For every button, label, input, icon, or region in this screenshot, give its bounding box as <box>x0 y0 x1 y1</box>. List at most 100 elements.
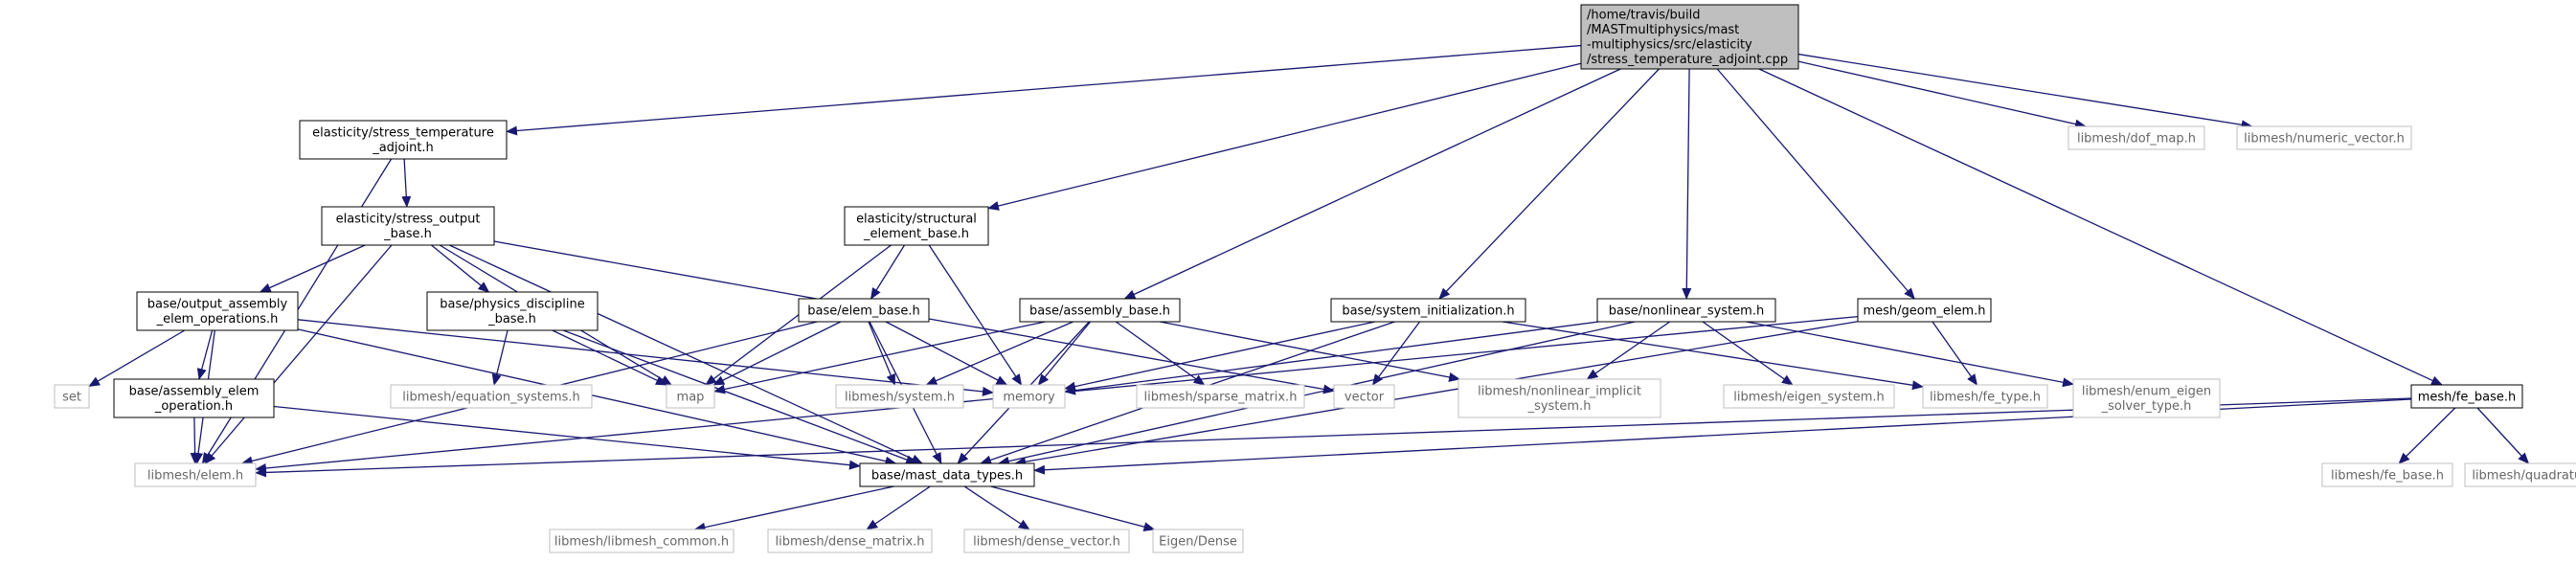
node-ge-h[interactable]: mesh/geom_elem.h <box>1857 298 1992 323</box>
node-seb-h[interactable]: elasticity/structural_element_base.h <box>844 206 989 246</box>
node-label: libmesh/system.h <box>845 390 955 404</box>
node-label: _base.h <box>383 227 432 241</box>
node-lm-fet: libmesh/fe_type.h <box>1922 384 2048 409</box>
edges-layer <box>88 44 2530 532</box>
edge-ns_h-to-lm_enum <box>1746 321 2074 388</box>
node-set: set <box>54 384 90 409</box>
node-ns-h[interactable]: base/nonlinear_system.h <box>1596 298 1776 323</box>
edge-mdt_h-to-lm_common <box>693 485 894 532</box>
node-label: elasticity/structural <box>856 213 977 227</box>
node-si-h[interactable]: base/system_initialization.h <box>1330 298 1526 323</box>
edge-oaeo_h-to-memory <box>297 319 994 396</box>
node-label: base/elem_base.h <box>807 304 920 318</box>
node-lm-quad: libmesh/quadrature.h <box>2464 462 2576 487</box>
node-label: set <box>62 390 81 404</box>
edge-root-to-ge_h <box>1716 68 1915 300</box>
node-root[interactable]: /home/travis/build/MASTmultiphysics/mast… <box>1580 4 1799 70</box>
edge-pdb_h-to-map <box>552 329 667 386</box>
node-label: libmesh/fe_type.h <box>1930 390 2041 404</box>
node-oaeo-h[interactable]: base/output_assembly_elem_operations.h <box>136 291 299 331</box>
node-sta-h[interactable]: elasticity/stress_temperature_adjoint.h <box>299 120 508 160</box>
node-label: memory <box>1003 390 1055 404</box>
node-label: libmesh/dense_vector.h <box>973 534 1120 549</box>
node-box <box>798 298 930 323</box>
edge-si_h-to-memory <box>1064 321 1376 392</box>
node-box <box>2410 384 2523 409</box>
node-aeo-h[interactable]: base/assembly_elem_operation.h <box>113 378 275 418</box>
node-feb-h[interactable]: mesh/fe_base.h <box>2410 384 2523 409</box>
node-eb-h[interactable]: base/elem_base.h <box>798 298 930 323</box>
node-label: elasticity/stress_temperature <box>312 126 494 141</box>
edge-root-to-ns_h <box>1682 68 1692 300</box>
edge-ab_h-to-map <box>713 321 1046 394</box>
edge-aeo_h-to-lm_elem <box>190 417 200 464</box>
edge-eb_h-to-memory <box>885 321 1008 386</box>
node-lm-nv: libmesh/numeric_vector.h <box>2236 125 2412 150</box>
edge-si_h-to-lm_fet <box>1502 321 1924 391</box>
node-box <box>767 529 933 553</box>
node-box <box>54 384 90 409</box>
node-label: /MASTmultiphysics/mast <box>1587 23 1739 37</box>
node-lm-enum: libmesh/enum_eigen_solver_type.h <box>2072 378 2221 418</box>
edge-root-to-lm_dof <box>1797 60 2087 129</box>
edge-eb_h-to-lm_sys <box>868 321 896 386</box>
edge-root-to-sta_h <box>506 44 1582 136</box>
edge-eb_h-to-map <box>712 321 842 386</box>
node-label: Eigen/Dense <box>1159 534 1237 549</box>
edge-aeo_h-to-mdt_h <box>273 405 861 470</box>
node-box <box>549 529 734 553</box>
node-label: libmesh/sparse_matrix.h <box>1144 390 1298 404</box>
edge-sob_h-to-oaeo_h <box>259 244 366 293</box>
node-box <box>1019 298 1181 323</box>
node-label: _operation.h <box>154 399 233 414</box>
node-box <box>1580 4 1799 70</box>
node-label: libmesh/quadrature.h <box>2472 468 2576 483</box>
node-box <box>1333 384 1395 409</box>
node-box <box>1723 384 1895 409</box>
node-lm-feb: libmesh/fe_base.h <box>2321 462 2453 487</box>
node-label: _adjoint.h <box>372 141 434 155</box>
edge-mdt_h-to-lm_dv <box>963 485 1030 530</box>
node-eigen: Eigen/Dense <box>1152 529 1244 553</box>
node-label: base/output_assembly <box>147 298 288 312</box>
node-label: libmesh/nonlinear_implicit <box>1478 385 1641 399</box>
node-label: _base.h <box>487 312 536 327</box>
node-box <box>2072 378 2221 418</box>
node-label: /stress_temperature_adjoint.cpp <box>1587 53 1788 67</box>
node-label: mesh/geom_elem.h <box>1863 304 1985 318</box>
node-box <box>963 529 1130 553</box>
node-box <box>136 291 299 331</box>
node-lm-es: libmesh/equation_systems.h <box>390 384 593 409</box>
node-label: _system.h <box>1527 399 1592 414</box>
node-box <box>2236 125 2412 150</box>
edge-ab_h-to-memory <box>1037 321 1092 386</box>
node-box <box>1136 384 1305 409</box>
node-box <box>1457 378 1661 418</box>
node-ab-h[interactable]: base/assembly_base.h <box>1019 298 1181 323</box>
node-mdt-h[interactable]: base/mast_data_types.h <box>859 462 1035 487</box>
node-pdb-h[interactable]: base/physics_discipline_base.h <box>426 291 599 331</box>
node-label: map <box>677 390 705 404</box>
node-label: libmesh/fe_base.h <box>2331 468 2444 483</box>
edge-sob_h-to-pdb_h <box>431 244 490 293</box>
edge-oaeo_h-to-aeo_h <box>196 329 214 380</box>
node-label: base/assembly_base.h <box>1029 304 1170 318</box>
node-box <box>859 462 1035 487</box>
node-label: vector <box>1344 390 1385 404</box>
edge-root-to-lm_nv <box>1797 53 2253 130</box>
edge-ns_h-to-mdt_h <box>997 321 1636 466</box>
node-memory: memory <box>992 384 1066 409</box>
edge-root-to-ab_h <box>1123 68 1621 300</box>
node-label: libmesh/dense_matrix.h <box>775 534 924 549</box>
edge-pdb_h-to-mdt_h <box>562 329 918 464</box>
node-sob-h[interactable]: elasticity/stress_output_base.h <box>321 206 495 246</box>
node-lm-dof: libmesh/dof_map.h <box>2068 125 2205 150</box>
node-label: elasticity/stress_output <box>336 213 481 227</box>
node-box <box>390 384 593 409</box>
node-lm-eig: libmesh/eigen_system.h <box>1723 384 1895 409</box>
node-label: base/physics_discipline <box>440 298 584 312</box>
node-label: libmesh/eigen_system.h <box>1733 390 1885 404</box>
node-lm-sys: libmesh/system.h <box>835 384 964 409</box>
edge-root-to-feb_h <box>1758 68 2443 386</box>
